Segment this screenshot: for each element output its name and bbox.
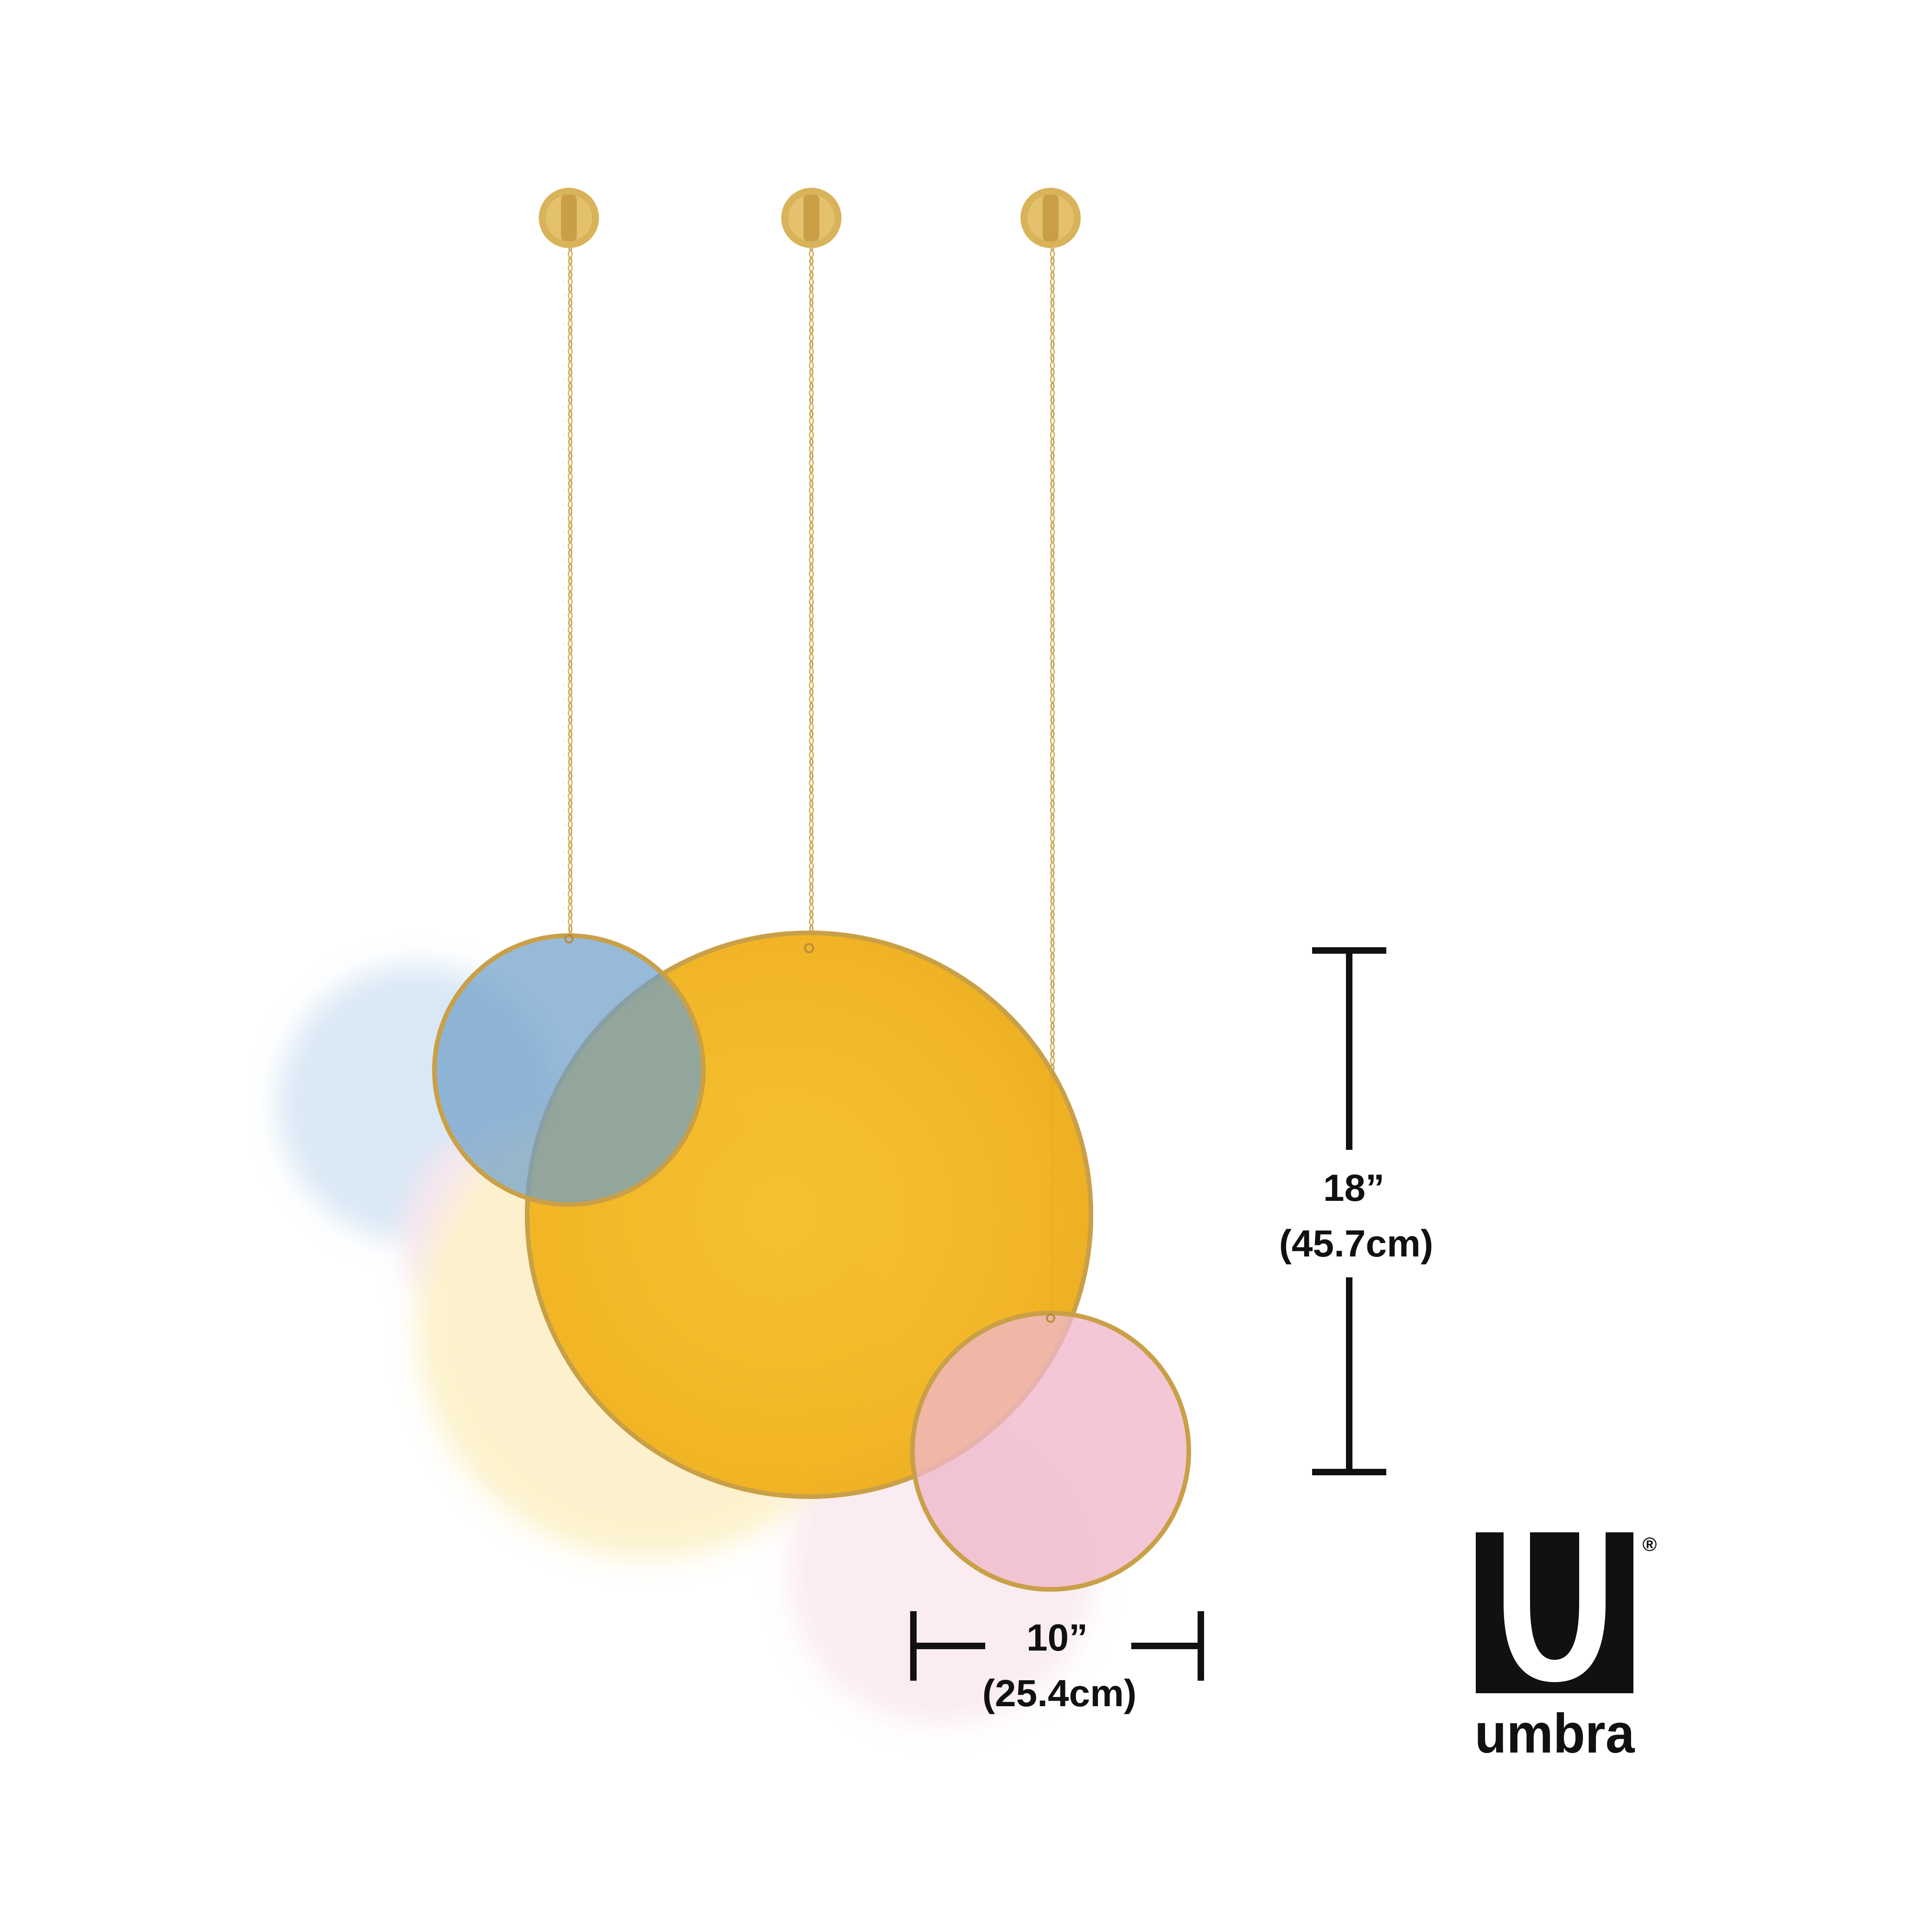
- hook-left: [539, 188, 599, 248]
- height-imperial-label: 18”: [1323, 1167, 1384, 1209]
- umbra-logo-u-shape: [1504, 1532, 1606, 1682]
- pink-disc: [910, 1311, 1191, 1592]
- chains: [563, 248, 1055, 1319]
- width-dimension: 10” (25.4cm): [910, 1611, 1204, 1715]
- blue-disc: [432, 933, 706, 1207]
- height-dimension: 18” (45.7cm): [1279, 947, 1434, 1475]
- width-metric-label: (25.4cm): [982, 1672, 1137, 1715]
- wall-hooks: [539, 188, 1081, 248]
- chain-left: [563, 248, 573, 937]
- chain-middle: [807, 248, 816, 937]
- umbra-wordmark: umbra: [1475, 1702, 1635, 1765]
- hook-middle: [781, 188, 842, 248]
- hook-right: [1020, 188, 1081, 248]
- registered-mark: ®: [1643, 1533, 1657, 1555]
- chain-right: [1046, 248, 1055, 1319]
- umbra-logo: umbra ®: [1475, 1532, 1657, 1765]
- height-metric-label: (45.7cm): [1279, 1223, 1434, 1265]
- width-imperial-label: 10”: [1027, 1617, 1088, 1659]
